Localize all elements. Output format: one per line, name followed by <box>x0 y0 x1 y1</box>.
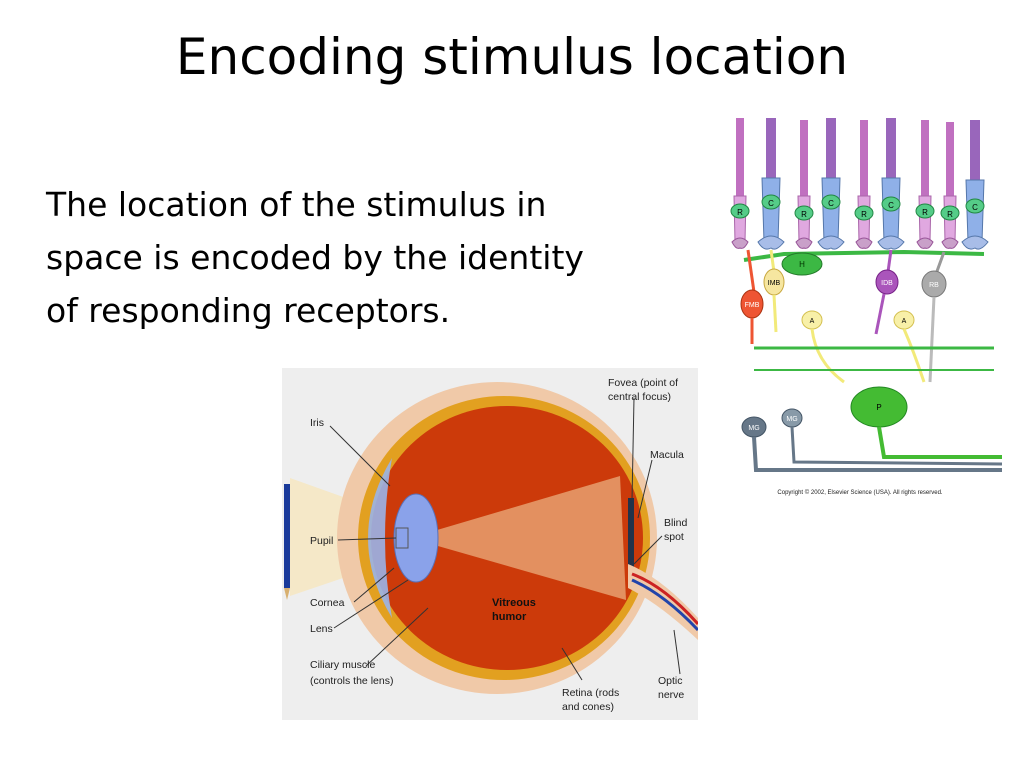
rod-label: R <box>922 208 928 217</box>
slide-title: Encoding stimulus location <box>175 28 849 86</box>
ganglion-mg-label: MG <box>786 416 797 423</box>
bipolar-cells: IMB FMB IDB RB <box>740 249 947 383</box>
synaptic-terminals <box>731 235 989 250</box>
blind-spot-label-line1: Blind <box>664 517 688 529</box>
body-line-1: The location of the stimulus in <box>46 185 547 224</box>
rod-label: R <box>801 210 807 219</box>
cornea <box>368 458 392 618</box>
ciliary-label-line2: (controls the lens) <box>310 675 393 687</box>
rb-label: RB <box>929 282 939 289</box>
imb-label: IMB <box>768 280 781 287</box>
retina-cell-diagram: R C R C R C R R C H IMB <box>724 112 1014 502</box>
cone-label: C <box>828 199 834 208</box>
amacrine-cells: A A <box>801 310 926 384</box>
amacrine-label: A <box>902 318 907 325</box>
optic-nerve-label-line1: Optic <box>658 675 683 687</box>
copyright-text: Copyright © 2002, Elsevier Science (USA)… <box>777 489 942 496</box>
vitreous-label-line2: humor <box>492 611 527 623</box>
optic-nerve <box>628 564 700 640</box>
rod-label: R <box>737 208 743 217</box>
photoreceptor-row <box>733 118 985 243</box>
pencil-icon <box>284 484 290 600</box>
ganglion-cells: P MG MG <box>741 386 1003 472</box>
retina-label-line1: Retina (rods <box>562 687 619 699</box>
body-line-2: space is encoded by the identity <box>46 238 584 277</box>
rod-label: R <box>947 210 953 219</box>
fovea-label-line1: Fovea (point of <box>608 377 678 389</box>
lens <box>393 493 439 583</box>
blind-spot-label-line2: spot <box>664 531 684 543</box>
idb-label: IDB <box>881 280 893 287</box>
cone-label: C <box>888 201 894 210</box>
body-line-3: of responding receptors. <box>46 291 451 330</box>
photoreceptor-nuclei: R C R C R C R R C <box>730 194 985 221</box>
ganglion-p-label: P <box>876 403 881 412</box>
slide-body-text: The location of the stimulus in space is… <box>46 178 656 337</box>
lens-label: Lens <box>310 623 333 635</box>
fmb-label: FMB <box>745 302 760 309</box>
ganglion-mg-label: MG <box>748 425 759 432</box>
amacrine-label: A <box>810 318 815 325</box>
horizontal-label: H <box>799 260 805 269</box>
ciliary-label-line1: Ciliary muscle <box>310 659 376 671</box>
fovea-label-line2: central focus) <box>608 391 671 403</box>
macula-label: Macula <box>650 449 684 461</box>
cone-label: C <box>768 199 774 208</box>
eye-anatomy-diagram: Iris Pupil Cornea Lens Ciliary muscle (c… <box>282 368 700 720</box>
optic-nerve-label-line2: nerve <box>658 689 684 701</box>
cone-label: C <box>972 203 978 212</box>
retina-label-line2: and cones) <box>562 701 614 713</box>
pupil-label: Pupil <box>310 535 333 547</box>
rod-label: R <box>861 210 867 219</box>
cornea-label: Cornea <box>310 597 345 609</box>
iris-label: Iris <box>310 417 324 429</box>
vitreous-label-line1: Vitreous <box>492 597 536 609</box>
